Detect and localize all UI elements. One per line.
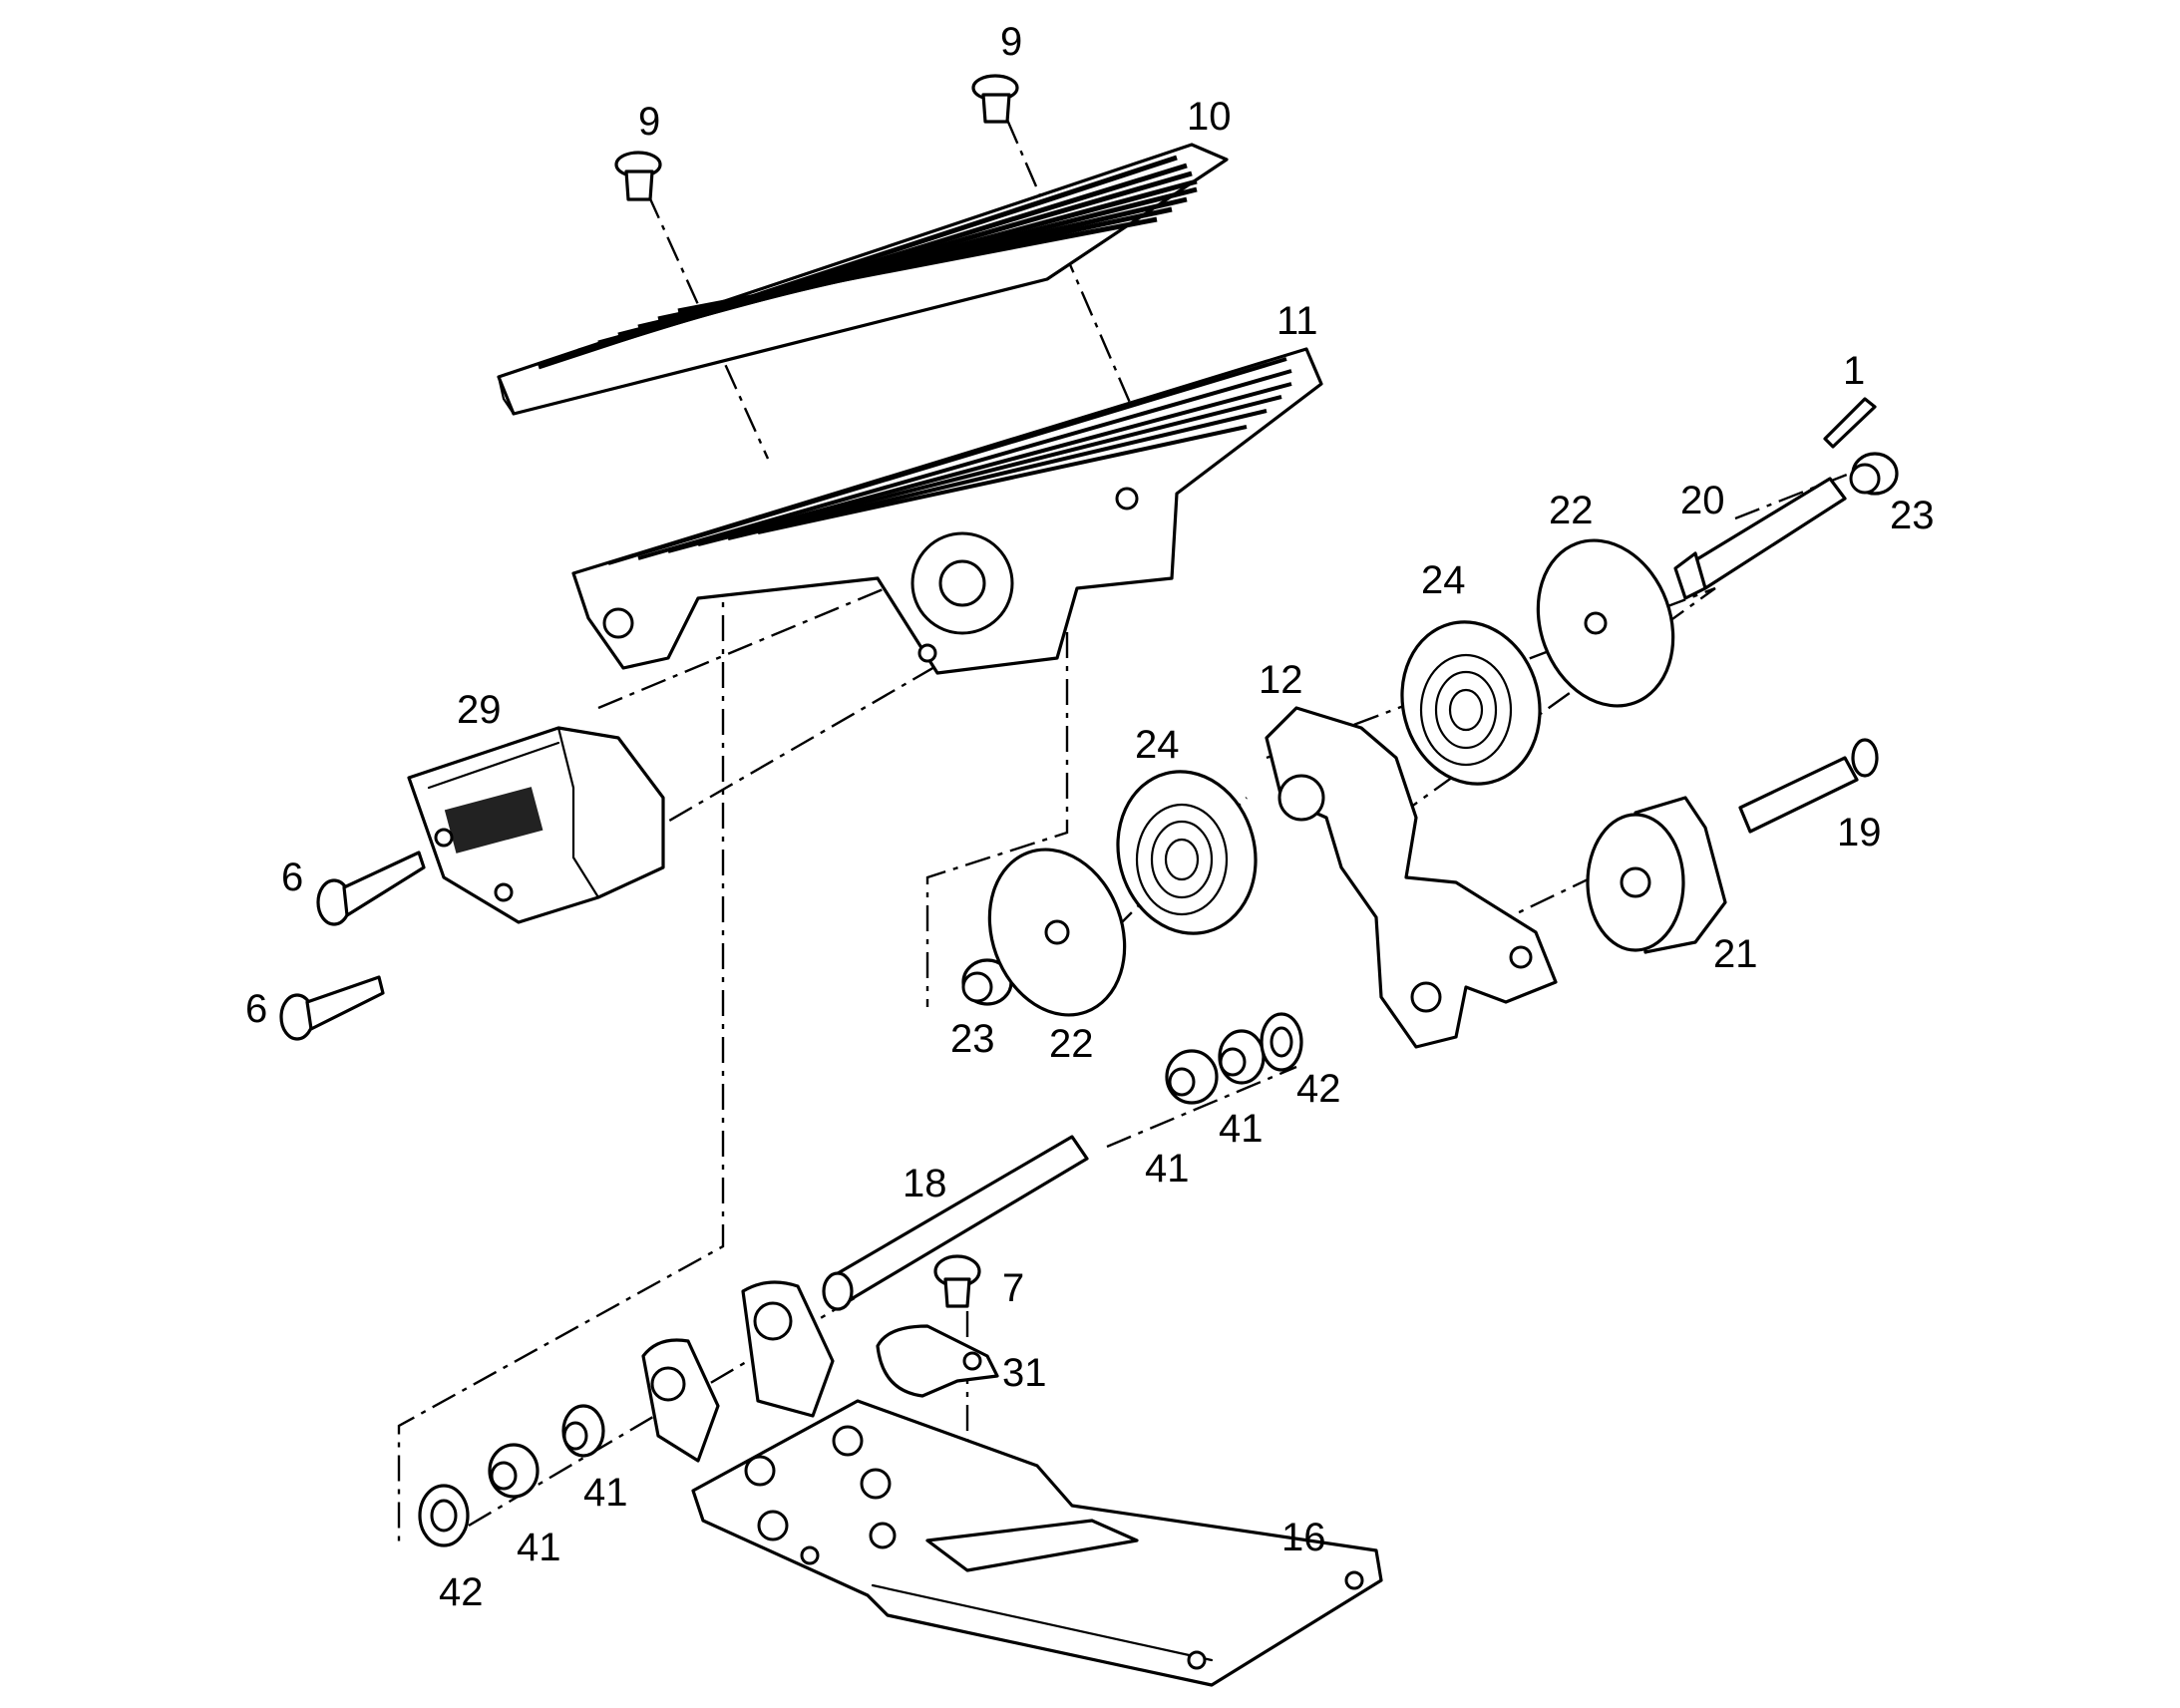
callout-29: 29 bbox=[457, 688, 502, 732]
callout-41-right-upper: 41 bbox=[1219, 1107, 1264, 1151]
roller-21 bbox=[1586, 796, 1727, 954]
callout-41-left-lower: 41 bbox=[517, 1526, 561, 1569]
callout-24-lower: 24 bbox=[1135, 723, 1180, 767]
torsion-spring-24-upper bbox=[1400, 620, 1542, 786]
pin-shaft-20 bbox=[1673, 477, 1847, 600]
bushing-23-left bbox=[961, 958, 1013, 1006]
callout-7: 7 bbox=[1002, 1266, 1024, 1310]
screw-7 bbox=[933, 1254, 981, 1308]
callout-12: 12 bbox=[1259, 658, 1303, 702]
bushing-23-right bbox=[1849, 452, 1899, 496]
torsion-spring-24-lower bbox=[1116, 770, 1258, 935]
washer-22-left bbox=[987, 848, 1127, 1017]
callout-6-upper: 6 bbox=[281, 855, 303, 899]
lever-arm-12 bbox=[1265, 706, 1558, 1049]
callout-24-upper: 24 bbox=[1421, 558, 1466, 602]
screw-6-upper bbox=[316, 851, 426, 926]
callout-42-left: 42 bbox=[439, 1570, 484, 1614]
callout-16: 16 bbox=[1281, 1516, 1326, 1559]
callout-19: 19 bbox=[1837, 811, 1882, 854]
callout-22-upper: 22 bbox=[1549, 489, 1594, 532]
tread-plate-10 bbox=[497, 143, 1229, 416]
callout-31: 31 bbox=[1002, 1351, 1047, 1395]
callout-22-lower: 22 bbox=[1049, 1022, 1094, 1066]
screw-9-left bbox=[614, 151, 662, 201]
callout-9-right: 9 bbox=[1000, 20, 1022, 64]
clip-42-left bbox=[418, 1484, 470, 1547]
pedal-body-11 bbox=[571, 347, 1323, 675]
callout-23-left: 23 bbox=[950, 1017, 995, 1061]
bushing-41-right bbox=[1218, 1029, 1266, 1085]
callout-41-right-lower: 41 bbox=[1145, 1147, 1190, 1191]
callout-11: 11 bbox=[1276, 299, 1318, 343]
callout-42-right: 42 bbox=[1296, 1067, 1341, 1111]
callout-6-lower: 6 bbox=[245, 987, 267, 1031]
pin-1 bbox=[1823, 397, 1877, 449]
base-plate-16 bbox=[641, 1280, 1383, 1687]
screw-9-right bbox=[971, 74, 1019, 124]
callout-1: 1 bbox=[1843, 349, 1865, 393]
shaft-18 bbox=[822, 1135, 1089, 1311]
callout-41-left-upper: 41 bbox=[583, 1471, 628, 1515]
clip-42-right bbox=[1260, 1012, 1303, 1072]
callout-labels: 1 6 6 7 9 9 10 11 12 16 18 19 20 21 22 2… bbox=[245, 20, 1935, 1614]
callout-9-left: 9 bbox=[638, 100, 660, 144]
cable-clamp-31 bbox=[876, 1324, 999, 1398]
washer-22-right bbox=[1536, 538, 1675, 708]
callout-18: 18 bbox=[903, 1162, 947, 1205]
bushing-41-left bbox=[488, 1443, 540, 1499]
callout-23-right: 23 bbox=[1890, 494, 1935, 537]
roller-pin-19 bbox=[1738, 738, 1879, 834]
sensor-housing-29 bbox=[407, 726, 665, 924]
callout-10: 10 bbox=[1187, 95, 1232, 139]
callout-21: 21 bbox=[1713, 932, 1758, 976]
screw-6-lower bbox=[279, 975, 385, 1041]
bushing-41-left-inner bbox=[561, 1404, 605, 1458]
callout-20: 20 bbox=[1680, 479, 1725, 522]
bushing-41-upper-right bbox=[1165, 1049, 1219, 1105]
